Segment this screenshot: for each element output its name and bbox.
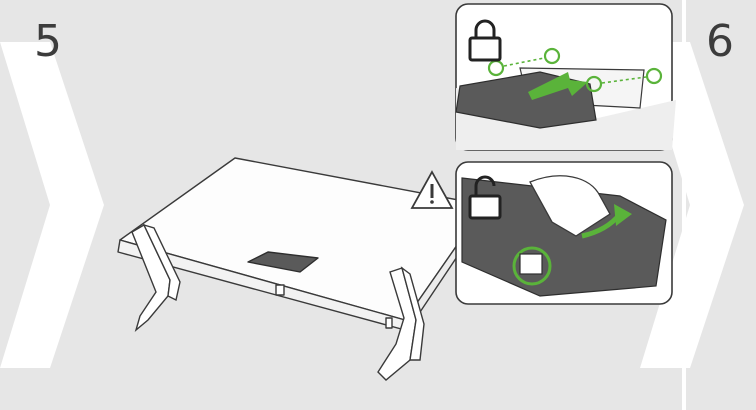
warning-icon bbox=[412, 172, 452, 208]
step-number-6: 6 bbox=[706, 20, 734, 64]
zoom-locked bbox=[456, 4, 676, 150]
chevron-left-step5 bbox=[0, 42, 104, 368]
zoom-unlocked bbox=[456, 162, 672, 304]
step-number-5: 5 bbox=[34, 20, 62, 64]
